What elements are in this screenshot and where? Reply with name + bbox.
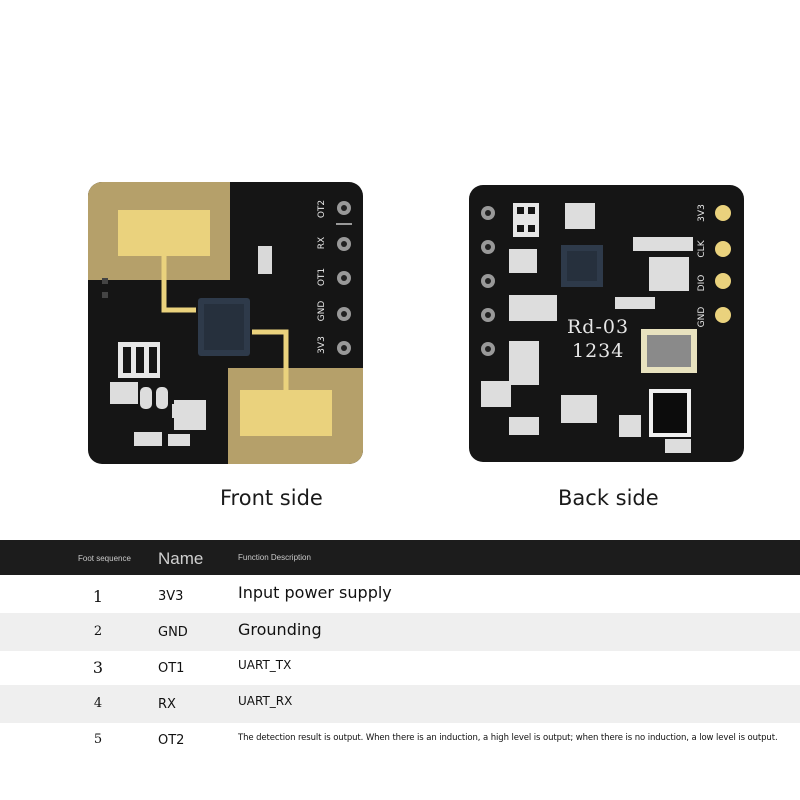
front-pin-label-3v3: 3V3: [317, 336, 327, 354]
row-function-description: The detection result is output. When the…: [238, 733, 778, 743]
back-pin-label-gnd: GND: [697, 306, 707, 328]
row-pin-name: GND: [158, 625, 188, 640]
header-function-description: Function Description: [238, 553, 311, 562]
row-foot-number: 2: [93, 624, 103, 639]
table-row: 5 OT2 The detection result is output. Wh…: [0, 721, 800, 759]
back-silkscreen-model: Rd-03: [567, 316, 630, 338]
back-board-image: [469, 185, 744, 462]
row-function-description: UART_TX: [238, 658, 292, 672]
front-board-image: [88, 182, 363, 464]
row-function-description: Input power supply: [238, 583, 392, 602]
row-pin-name: RX: [158, 697, 176, 712]
table-header: Foot sequence Name Function Description: [0, 540, 800, 575]
row-foot-number: 4: [93, 696, 103, 711]
row-function-description: Grounding: [238, 620, 322, 639]
row-foot-number: 3: [92, 658, 104, 677]
back-side-caption: Back side: [558, 486, 659, 510]
back-silkscreen-number: 1234: [572, 340, 625, 362]
header-foot-sequence: Foot sequence: [78, 554, 131, 563]
table-row: 3 OT1 UART_TX: [0, 649, 800, 687]
row-pin-name: OT1: [158, 661, 185, 676]
back-pin-label-3v3: 3V3: [697, 204, 707, 222]
table-row: 1 3V3 Input power supply: [0, 577, 800, 615]
row-pin-name: OT2: [158, 733, 185, 748]
table-row: 2 GND Grounding: [0, 613, 800, 651]
front-side-caption: Front side: [220, 486, 323, 510]
row-foot-number: 5: [93, 732, 103, 747]
header-name: Name: [158, 549, 204, 568]
row-function-description: UART_RX: [238, 694, 293, 708]
table-row: 4 RX UART_RX: [0, 685, 800, 723]
row-foot-number: 1: [92, 587, 104, 606]
row-pin-name: 3V3: [158, 589, 184, 604]
